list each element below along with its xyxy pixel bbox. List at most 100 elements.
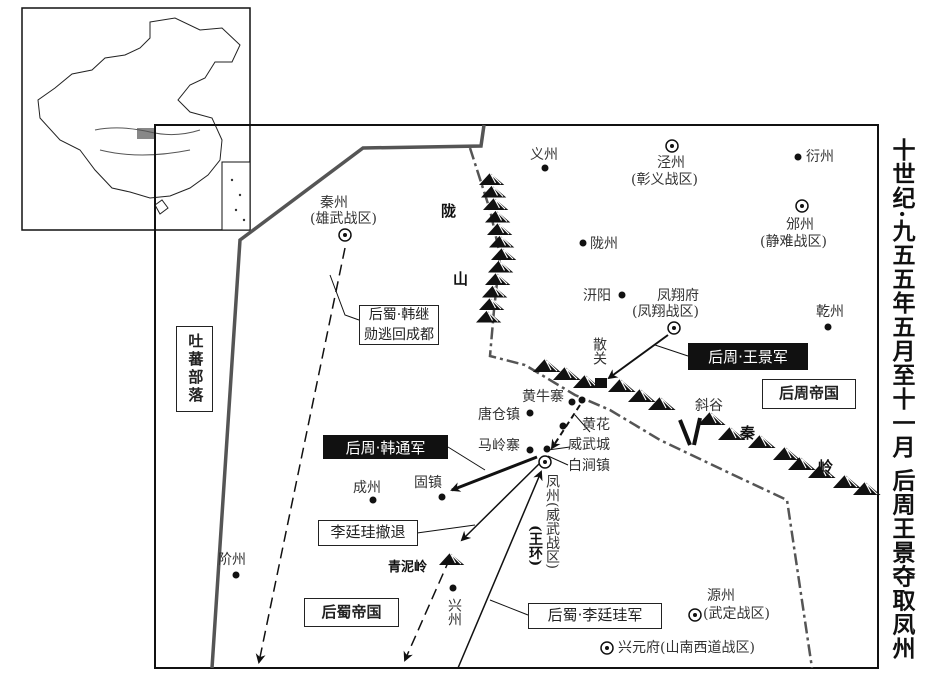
inset-china-map — [21, 7, 251, 231]
town-dot-icon — [579, 239, 587, 247]
mountain-peak — [533, 358, 561, 372]
mountain-peak — [483, 197, 509, 210]
mountain-peak — [853, 481, 881, 495]
town-dot-icon — [824, 323, 832, 331]
town-dot-icon — [526, 446, 534, 454]
mountain-peak — [553, 366, 581, 380]
map-title: 十世纪·九五五年五月至十一月 后周王景夺取凤州 — [888, 138, 915, 661]
town-dot-icon — [449, 584, 457, 592]
li-retreat-route-1 — [460, 462, 541, 542]
army-hantong: 后周·韩通军 — [323, 435, 448, 459]
mountain-peak — [491, 247, 517, 260]
mountain-peak — [833, 474, 861, 488]
map-frame — [154, 124, 879, 669]
mountain-peak — [485, 210, 511, 223]
tubo-border — [210, 124, 486, 669]
region-later-shu: 后蜀帝国 — [304, 598, 399, 627]
mountain-peak — [628, 388, 656, 402]
wangjing-route — [607, 334, 669, 380]
town-dot-icon — [568, 398, 576, 406]
zhou-shu-border — [468, 147, 814, 669]
place-qianzhou: 乾州 — [816, 304, 844, 320]
hantong-route — [450, 455, 538, 492]
mountain-peak — [489, 235, 515, 248]
place-qianyang: 汧阳 — [583, 288, 611, 304]
town-dot-icon — [618, 291, 626, 299]
mountain-qin: 秦 — [740, 424, 756, 442]
xiegu-gorge-icon — [678, 417, 702, 446]
place-yizhou: 义州 — [530, 147, 558, 163]
fengzhou-commander: (王环) — [527, 525, 543, 567]
army-litinggui: 后蜀·李廷珪军 — [528, 603, 662, 629]
army-litinggui-retreat: 李廷珪撤退 — [318, 520, 418, 546]
mountain-peak — [718, 426, 746, 440]
place-binzhou: 邠州 — [786, 217, 814, 233]
mountain-shan: 山 — [453, 270, 469, 288]
town-dot-icon — [232, 571, 240, 579]
place-sanguan: 散关 — [591, 337, 607, 365]
hanjixun-retreat-route — [255, 247, 346, 664]
town-dot-icon — [559, 422, 567, 430]
mountain-peak — [573, 374, 601, 388]
place-baijianzhen: 白涧镇 — [568, 458, 610, 474]
mountain-peak — [487, 222, 513, 235]
army-hanjixun: 后蜀·韩继 勋逃回成都 — [359, 305, 439, 345]
army-hanjixun-line1: 后蜀·韩继 — [368, 306, 430, 323]
place-jingzhou-district: (彰义战区) — [631, 172, 698, 188]
mountain-peak — [648, 396, 676, 410]
region-later-zhou: 后周帝国 — [762, 379, 856, 409]
place-longzhou: 陇州 — [590, 236, 618, 252]
sanguan-pass-icon — [595, 378, 607, 388]
place-jingzhou: 泾州 — [657, 155, 685, 171]
town-dot-icon — [526, 409, 534, 417]
place-xingzhou: 兴州 — [446, 598, 462, 626]
place-guzhen: 固镇 — [414, 475, 442, 491]
place-yuanzhou: 源州 — [707, 588, 735, 604]
litinggui-advance-route — [457, 470, 543, 669]
mountain-long: 陇 — [441, 202, 457, 220]
mountain-peak — [773, 446, 801, 460]
mountain-peak — [485, 272, 511, 285]
place-qinzhou-district: (雄武战区) — [310, 211, 377, 227]
place-yanzhou: 衍州 — [806, 149, 834, 165]
town-dot-icon — [369, 496, 377, 504]
mountain-peak — [481, 185, 507, 198]
place-xiegu: 斜谷 — [695, 398, 723, 414]
place-binzhou-district: (静难战区) — [760, 234, 827, 250]
mountain-peak — [482, 285, 508, 298]
place-malingzhai: 马岭寨 — [478, 438, 520, 454]
mountain-qingniling: 青泥岭 — [388, 560, 428, 575]
army-wangjing: 后周·王景军 — [688, 343, 808, 370]
li-retreat-route-2 — [403, 557, 451, 662]
place-weiwucheng: 威武城 — [568, 437, 610, 453]
place-huangniuzhai: 黄牛寨 — [522, 389, 564, 405]
mountain-ranges — [439, 172, 881, 565]
place-fengxiang-district: (凤翔战区) — [632, 304, 699, 320]
town-dot-icon — [543, 445, 551, 453]
mountain-peak — [748, 434, 776, 448]
mountain-peak — [479, 297, 505, 310]
mountain-peak — [608, 378, 636, 392]
town-dot-icon — [438, 493, 446, 501]
mountain-peak — [439, 552, 465, 565]
mountain-ling: 岭 — [818, 458, 834, 476]
place-yuanzhou-district: (武定战区) — [703, 606, 770, 622]
mountain-peak — [788, 456, 816, 470]
town-dot-icon — [794, 153, 802, 161]
army-hanjixun-line2: 勋逃回成都 — [364, 327, 434, 343]
town-dot-icon — [578, 396, 586, 404]
mountain-peak — [479, 172, 505, 185]
region-tubo: 吐蕃部落 — [176, 326, 213, 412]
place-chengzhou: 成州 — [353, 480, 381, 496]
place-jiezhou: 阶州 — [218, 552, 246, 568]
mountain-peak — [476, 310, 502, 323]
mountain-peak — [698, 411, 726, 425]
place-tangcangzhen: 唐仓镇 — [478, 407, 520, 423]
town-dot-icon — [541, 164, 549, 172]
place-fengzhou: 凤州(威武战区) — [544, 474, 560, 569]
mountain-peak — [808, 464, 836, 478]
place-fengxiang: 凤翔府 — [657, 288, 699, 304]
place-huanghua: 黄花 — [582, 417, 610, 433]
mountain-peak — [488, 260, 514, 273]
